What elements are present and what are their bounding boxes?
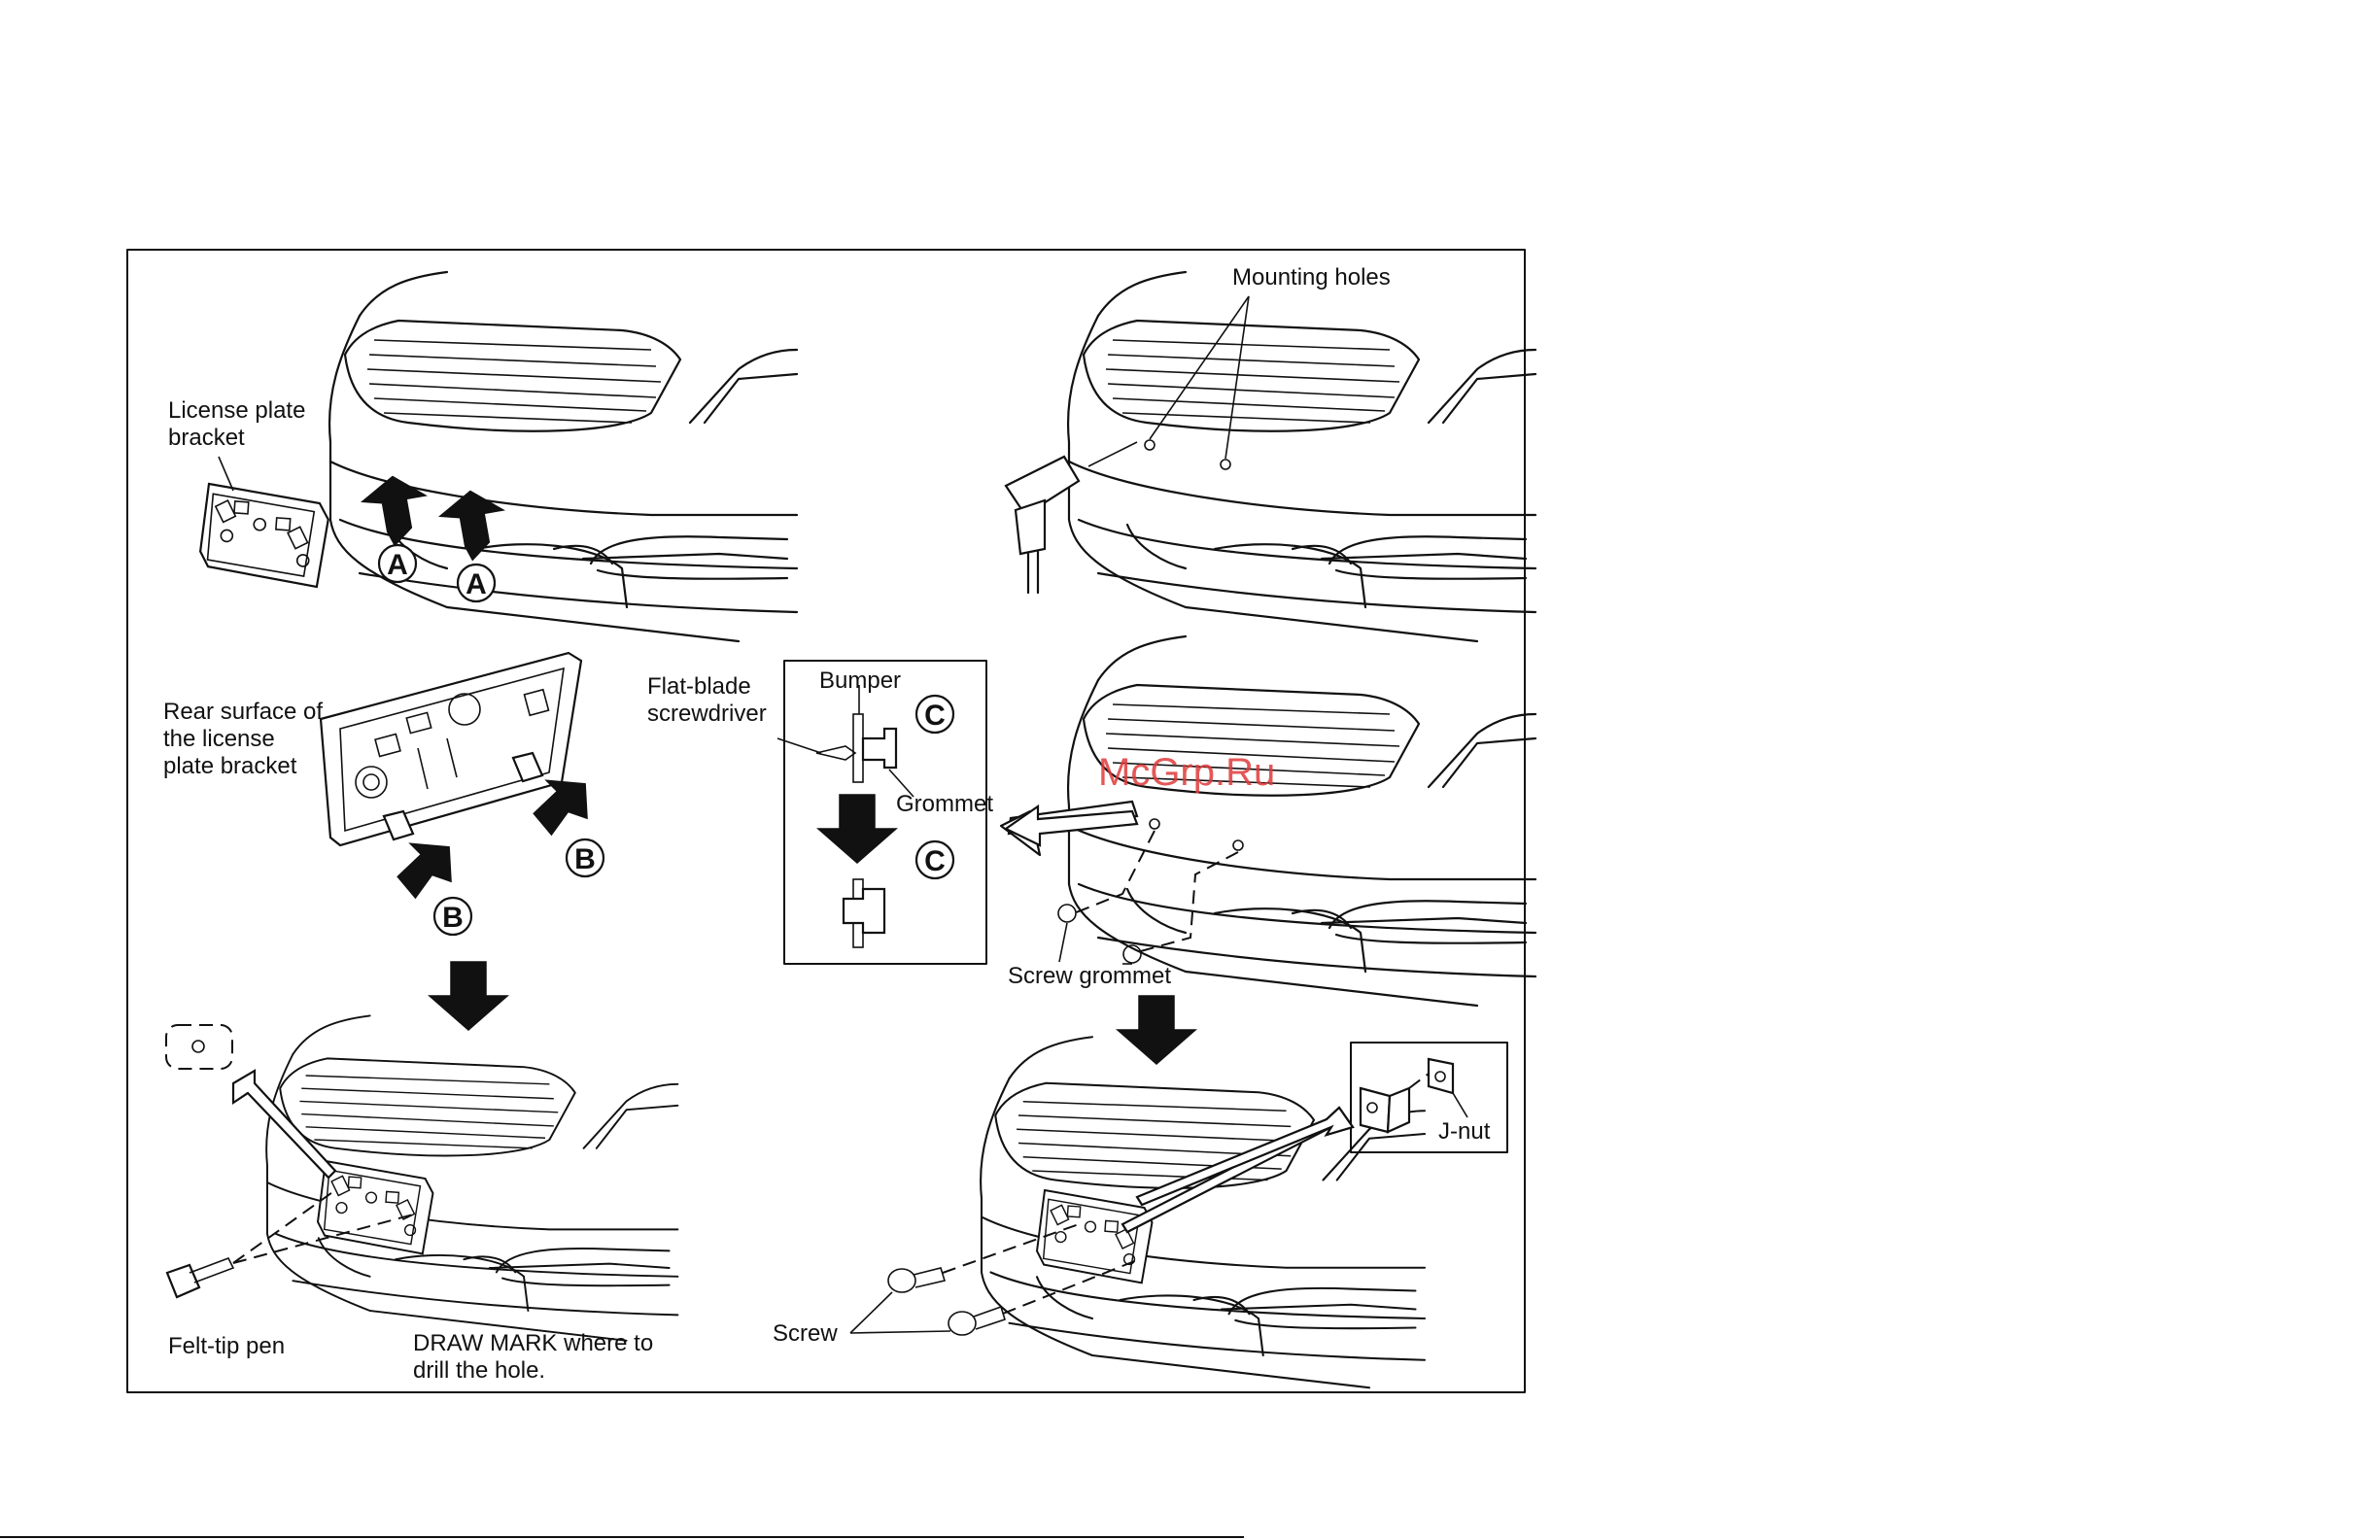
- label-felt-tip-pen: Felt-tip pen: [168, 1333, 285, 1359]
- label-license-plate-bracket-2: bracket: [168, 425, 245, 451]
- label-rear-surface-2: the license: [163, 726, 275, 752]
- watermark: McGrp.Ru: [1098, 751, 1275, 794]
- label-j-nut: J-nut: [1438, 1118, 1491, 1145]
- panel-grommet-detail: C C Bumper Grommet Flat-blade screwdrive…: [647, 661, 993, 964]
- callout-c-1: C: [924, 700, 946, 732]
- label-rear-surface-1: Rear surface of: [163, 699, 323, 725]
- panel-rear-surface: B B Rear surface of the license plate br…: [163, 653, 604, 1030]
- callout-a-1: A: [387, 549, 408, 581]
- label-screw-grommet: Screw grommet: [1008, 963, 1171, 989]
- panel-screw-grommets: Screw grommet McGrp.Ru: [1001, 636, 1535, 1064]
- label-bumper: Bumper: [819, 667, 901, 694]
- callout-a-2: A: [466, 568, 487, 600]
- label-draw-mark-1: DRAW MARK where to: [413, 1330, 653, 1356]
- label-grommet: Grommet: [896, 791, 993, 817]
- label-flat-blade-2: screwdriver: [647, 701, 767, 727]
- panel-screw-j-nut: J-nut Screw: [773, 1037, 1507, 1387]
- label-rear-surface-3: plate bracket: [163, 753, 297, 779]
- label-draw-mark-2: drill the hole.: [413, 1357, 545, 1384]
- label-license-plate-bracket-1: License plate: [168, 397, 305, 424]
- callout-c-2: C: [924, 845, 946, 877]
- callout-b-1: B: [442, 902, 464, 934]
- label-screw: Screw: [773, 1320, 838, 1347]
- panel-bracket-removal: A A License plate bracket: [168, 272, 797, 641]
- callout-b-2: B: [574, 843, 596, 875]
- panel-mounting-holes: Mounting holes: [1006, 264, 1535, 641]
- panel-draw-mark: Felt-tip pen DRAW MARK where to drill th…: [166, 1015, 677, 1384]
- label-flat-blade-1: Flat-blade: [647, 673, 751, 700]
- label-mounting-holes: Mounting holes: [1232, 264, 1391, 291]
